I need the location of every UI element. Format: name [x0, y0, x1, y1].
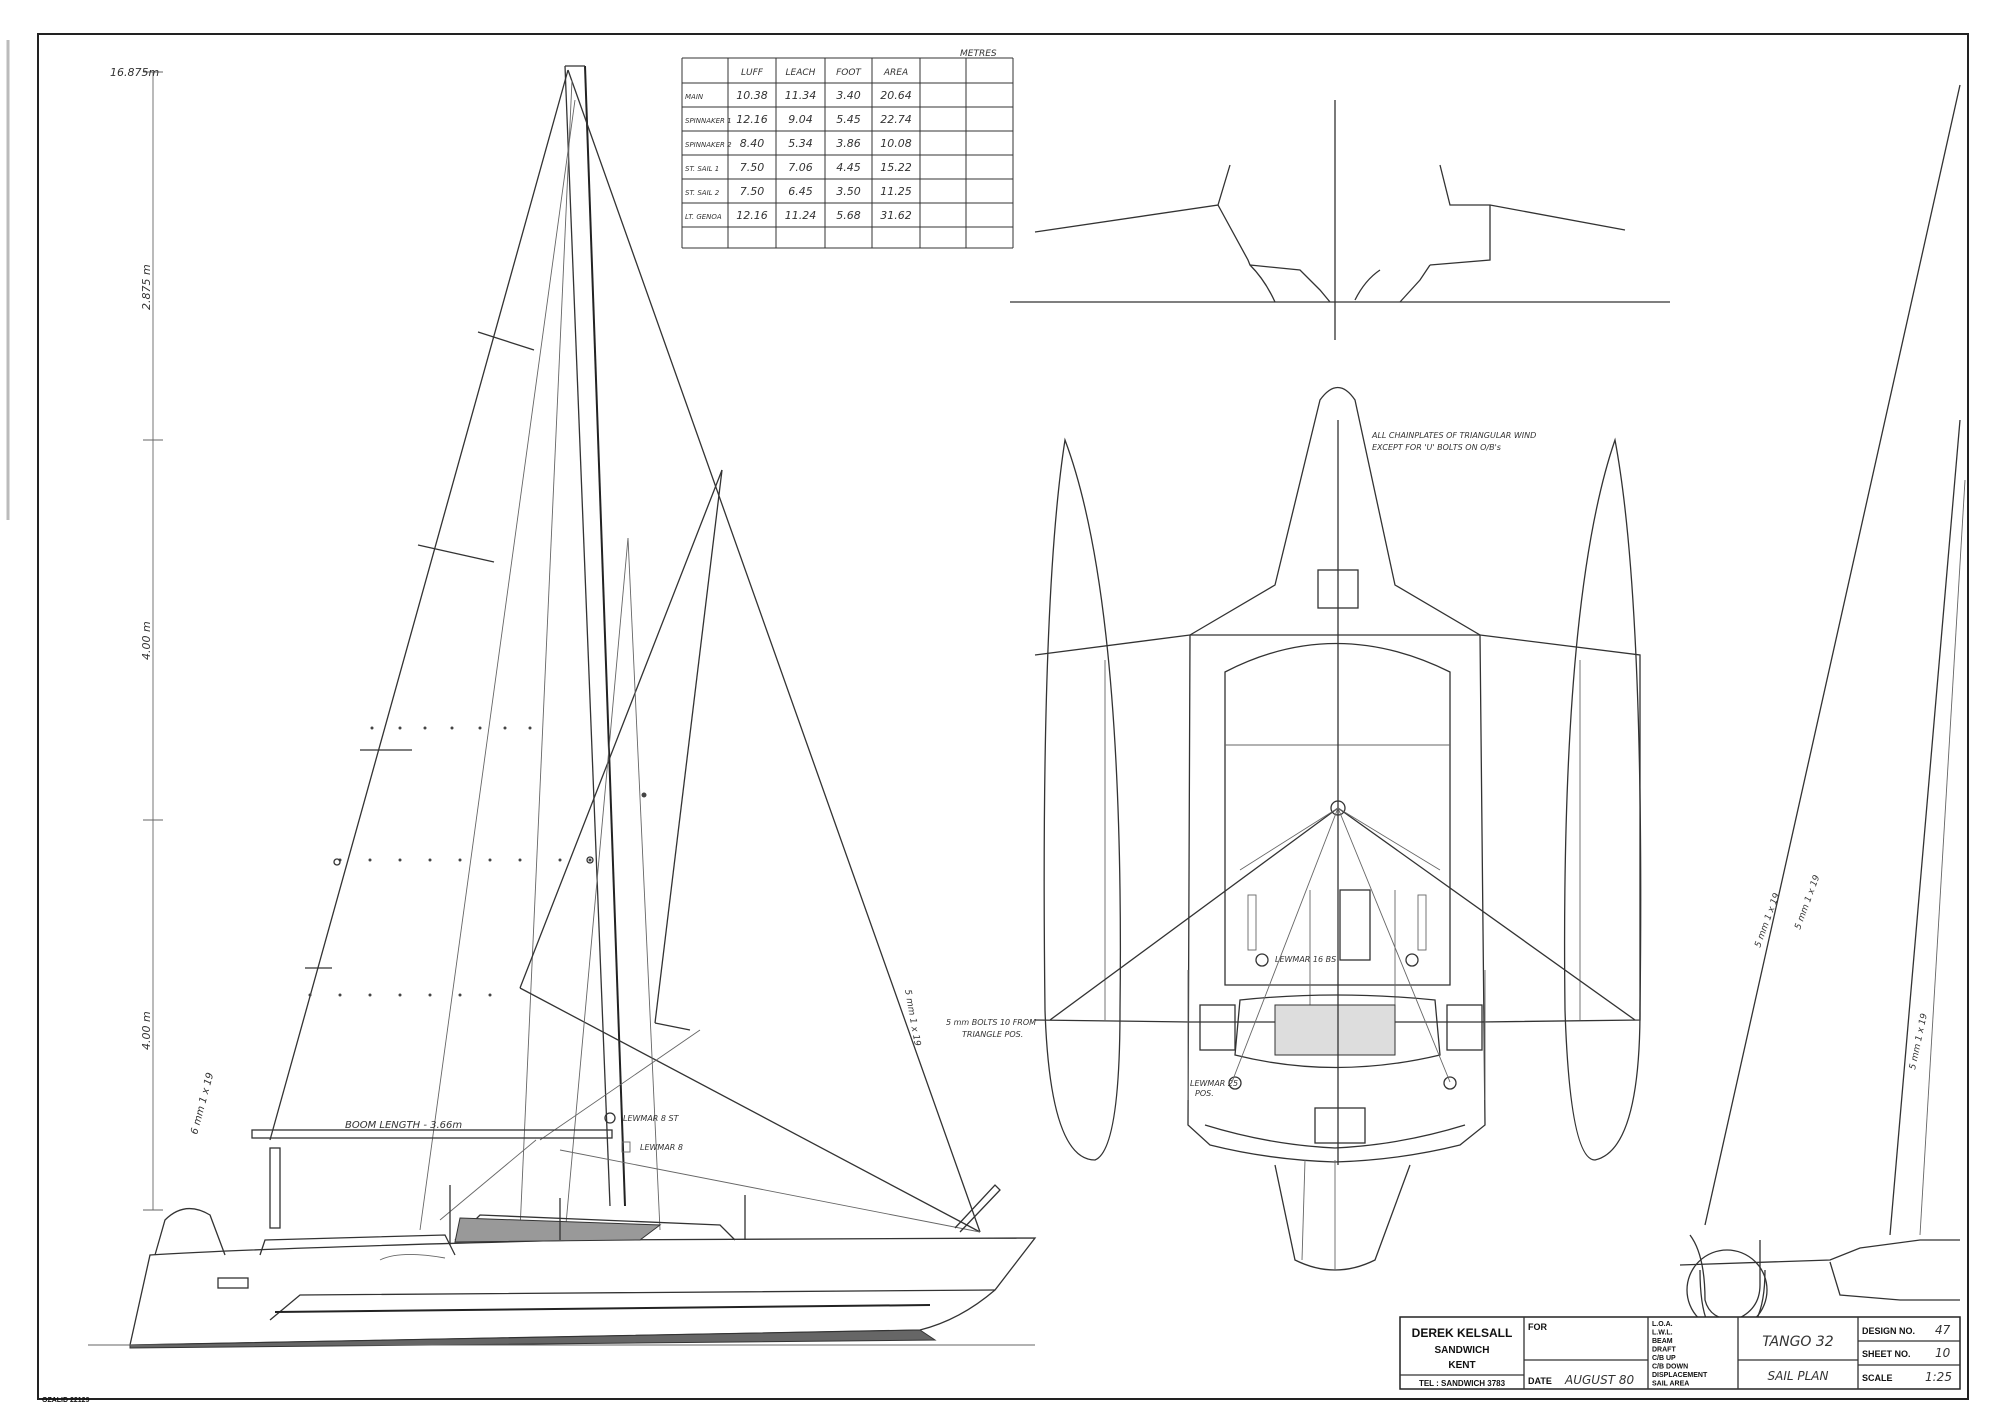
boom-note: BOOM LENGTH - 3.66m [345, 1120, 462, 1131]
design-value: 47 [1935, 1323, 1951, 1337]
winch-note-3: LEWMAR 16 BS [1275, 955, 1336, 964]
project-name: TANGO 32 [1762, 1334, 1834, 1350]
shroud-note-2: 5 mm 1 x 19 [1793, 874, 1822, 931]
table-cell: 7.06 [788, 161, 813, 174]
spec-label: C/B DOWN [1652, 1364, 1688, 1371]
table-row-label: LT. GENOA [685, 213, 722, 221]
table-cell: 12.16 [736, 113, 768, 126]
spec-label: L.W.L. [1652, 1330, 1673, 1337]
table-cell: 10.38 [736, 89, 768, 102]
for-label: FOR [1528, 1322, 1547, 1332]
table-cell: 7.50 [740, 161, 765, 174]
table-row-label: ST. SAIL 1 [685, 165, 719, 173]
side-elevation: 16.875m 2.875 m 4.00 m 4.00 m [88, 65, 1037, 1349]
dim-lower: 4.00 m [140, 1011, 153, 1050]
table-cell: 11.24 [785, 209, 817, 222]
table-cell: 10.08 [880, 137, 912, 150]
table-row-label: SPINNAKER 2 [685, 141, 732, 149]
winch-note-2: LEWMAR 8 [640, 1143, 683, 1152]
shroud-note-3: 5 mm 1 x 19 [1908, 1012, 1930, 1070]
table-row-label: SPINNAKER 1 [685, 117, 732, 125]
spec-label: DRAFT [1652, 1347, 1676, 1354]
scale-label: SCALE [1862, 1373, 1893, 1383]
title-block: DEREK KELSALL SANDWICH KENT TEL : SANDWI… [1399, 1316, 1961, 1390]
spec-label: SAIL AREA [1652, 1381, 1689, 1388]
table-row-label: ST. SAIL 2 [685, 189, 720, 197]
drawing-name: SAIL PLAN [1768, 1369, 1829, 1383]
table-cell: 20.64 [880, 89, 912, 102]
table-cell: 3.86 [836, 137, 861, 150]
winch-note-1: LEWMAR 8 ST [623, 1114, 680, 1123]
forestay-note: 6 mm 1 x 19 [189, 1072, 216, 1136]
table-cell: 6.45 [788, 185, 813, 198]
table-cell: 5.34 [788, 137, 813, 150]
deck-note-2: EXCEPT FOR 'U' BOLTS ON O/B's [1372, 443, 1501, 452]
table-cell: 3.50 [836, 185, 861, 198]
ozalid-stamp: OZALID 22129 [42, 1397, 90, 1404]
ubolt-note-2: TRIANGLE POS. [962, 1030, 1023, 1039]
winch-note-4a: LEWMAR 25 [1190, 1079, 1238, 1088]
table-cell: 8.40 [740, 137, 765, 150]
spec-label: L.O.A. [1652, 1321, 1673, 1328]
table-units: METRES [960, 49, 997, 59]
dim-upper: 2.875 m [140, 264, 153, 310]
dim-mid: 4.00 m [140, 621, 153, 660]
ubolt-note-1: 5 mm BOLTS 10 FROM [946, 1018, 1036, 1027]
table-cell: 11.25 [880, 185, 912, 198]
date-label: DATE [1528, 1376, 1552, 1386]
sheet-value: 10 [1935, 1346, 1951, 1360]
company-county: KENT [1448, 1360, 1475, 1371]
sail-area-table: LUFF LEACH FOOT AREA MAIN 10.38 11.34 3.40 20.64… [681, 57, 1014, 249]
sheet-label: SHEET NO. [1862, 1349, 1911, 1359]
table-cell: 22.74 [880, 113, 912, 126]
deck-plan: LEWMAR 16 BS LEWMAR 25 POS. ALL CHAINPLA… [946, 386, 1642, 1271]
table-row-label: MAIN [685, 93, 704, 101]
sheet-border [37, 33, 1969, 1400]
dim-top: 16.875m [110, 66, 159, 79]
spec-label: C/B UP [1652, 1355, 1676, 1362]
table-cell: 4.45 [836, 161, 861, 174]
spec-label: DISPLACEMENT [1652, 1372, 1708, 1379]
scale-value: 1:25 [1925, 1370, 1952, 1384]
table-header: LEACH [786, 68, 816, 78]
table-cell: 5.68 [836, 209, 861, 222]
company-name: DEREK KELSALL [1412, 1326, 1513, 1340]
spec-label: BEAM [1652, 1338, 1673, 1345]
shroud-note-1: 5 mm 1 x 19 [1753, 892, 1782, 949]
table-cell: 12.16 [736, 209, 768, 222]
table-cell: 7.50 [740, 185, 765, 198]
table-header: AREA [883, 68, 908, 78]
section-view [1010, 100, 1670, 340]
table-cell: 9.04 [788, 113, 813, 126]
table-cell: 15.22 [880, 161, 912, 174]
shroud-note-side: 5 mm 1 x 19 [902, 989, 922, 1047]
table-header: LUFF [741, 68, 764, 78]
company-tel: TEL : SANDWICH 3783 [1419, 1379, 1506, 1388]
company-town: SANDWICH [1435, 1345, 1490, 1356]
table-cell: 3.40 [836, 89, 861, 102]
deck-note-1: ALL CHAINPLATES OF TRIANGULAR WIND [1371, 431, 1536, 440]
date-value: AUGUST 80 [1564, 1373, 1634, 1387]
bow-view: 5 mm 1 x 19 5 mm 1 x 19 5 mm 1 x 19 [1679, 84, 1966, 1341]
table-header: FOOT [836, 68, 862, 78]
table-cell: 31.62 [880, 209, 912, 222]
table-cell: 11.34 [785, 89, 817, 102]
table-cell: 5.45 [836, 113, 861, 126]
design-label: DESIGN NO. [1862, 1326, 1915, 1336]
winch-note-4b: POS. [1195, 1089, 1214, 1098]
